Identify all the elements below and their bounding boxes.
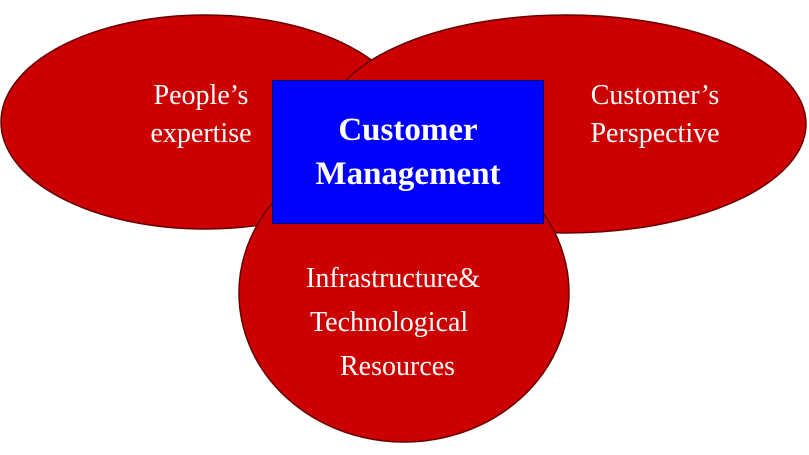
left-circle-label: People’s expertise (136, 77, 266, 153)
right-circle-label: Customer’s Perspective (570, 77, 740, 153)
right-label-line-1: Customer’s (590, 80, 720, 111)
bottom-label-line-1: Infrastructure& (306, 263, 481, 294)
center-box: Customer Management (272, 80, 544, 224)
center-label-line-2: Management (315, 156, 501, 192)
bottom-label-line-3: Resources (340, 351, 456, 382)
center-label-line-1: Customer (338, 112, 478, 148)
right-label-line-2: Perspective (590, 118, 720, 149)
left-label-line-1: People’s (153, 80, 249, 111)
left-label-line-2: expertise (150, 118, 252, 149)
bottom-circle-label: Infrastructure& Technological Resources (290, 257, 518, 389)
bottom-label-line-2: Technological (310, 307, 469, 338)
